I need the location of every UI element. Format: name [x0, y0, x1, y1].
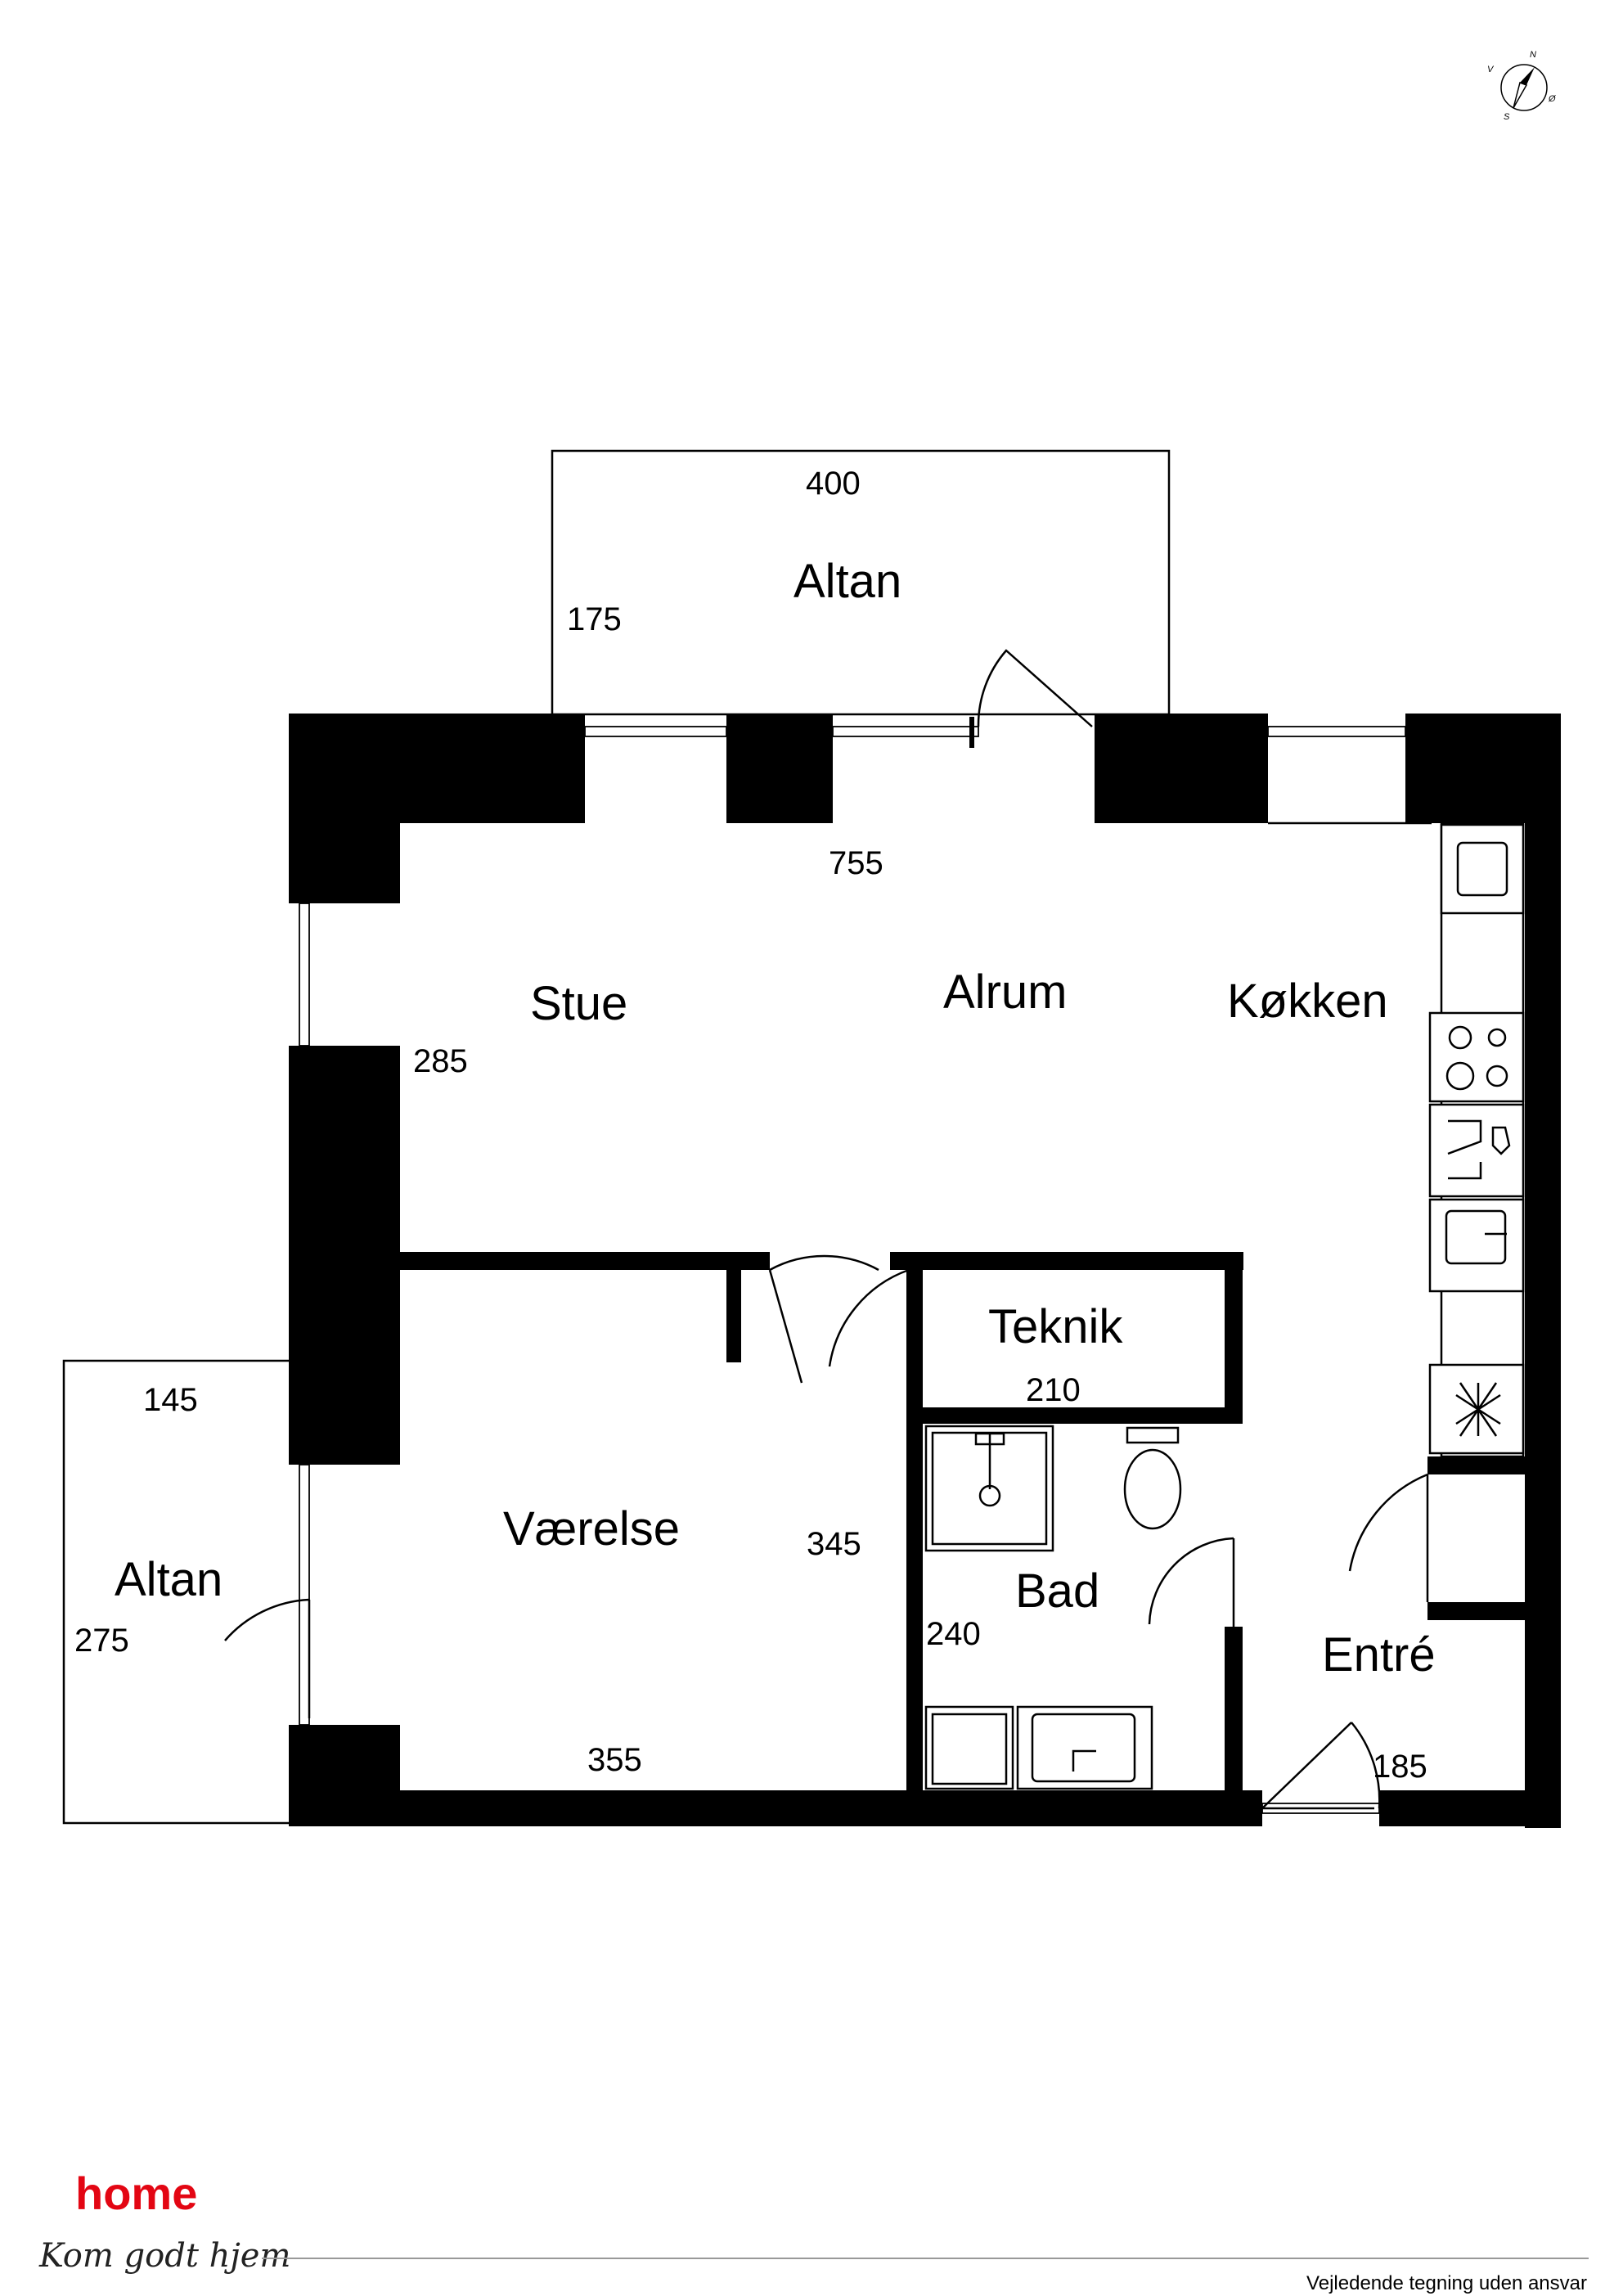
brand-logo: home — [75, 2168, 197, 2219]
room-label-bad: Bad — [1015, 1564, 1099, 1618]
dim-living-width: 755 — [829, 845, 883, 881]
dim-entre: 185 — [1373, 1749, 1427, 1785]
room-label-stue: Stue — [530, 977, 627, 1030]
compass-n: N — [1530, 50, 1536, 60]
dim-altan-top-width: 400 — [806, 466, 861, 502]
room-label-kokken: Køkken — [1227, 975, 1388, 1028]
dim-vaerelse-depth: 345 — [807, 1526, 861, 1562]
toilet-icon — [1123, 1448, 1182, 1530]
hob-icon — [1428, 1011, 1525, 1103]
dim-teknik: 210 — [1026, 1372, 1081, 1408]
bathroom-fixtures — [924, 1425, 1182, 1790]
room-label-alrum: Alrum — [943, 966, 1067, 1019]
compass-s: S — [1504, 112, 1510, 122]
room-label-altan-left: Altan — [115, 1553, 223, 1606]
footer-disclaimer: Vejledende tegning uden ansvar — [1306, 2272, 1587, 2294]
compass-v: V — [1487, 65, 1495, 74]
dishwasher-icon — [1428, 1103, 1525, 1198]
dim-altan-left-width: 145 — [143, 1382, 198, 1418]
compass-o: Ø — [1548, 94, 1557, 104]
walls — [289, 714, 1561, 1828]
dim-altan-top-depth: 175 — [567, 601, 622, 637]
brand-tagline: Kom godt hjem — [38, 2237, 290, 2275]
balcony-top-outline — [551, 449, 1171, 716]
compass-icon: N V Ø S — [1487, 50, 1557, 122]
dim-bad: 240 — [926, 1616, 981, 1652]
room-label-vaerelse: Værelse — [503, 1502, 680, 1555]
room-label-altan-top: Altan — [794, 555, 901, 608]
dim-altan-left-depth: 275 — [74, 1623, 129, 1659]
kitchen-fixtures — [1268, 822, 1525, 1458]
dim-vaerelse-width: 355 — [587, 1742, 642, 1778]
room-label-teknik: Teknik — [988, 1300, 1123, 1353]
balcony-left-outline — [62, 1359, 290, 1825]
doors — [224, 649, 1429, 1810]
windows — [299, 726, 1406, 1814]
toilet-tank — [1126, 1426, 1180, 1444]
dim-living-depth: 285 — [413, 1043, 468, 1079]
room-label-entre: Entré — [1322, 1628, 1436, 1681]
